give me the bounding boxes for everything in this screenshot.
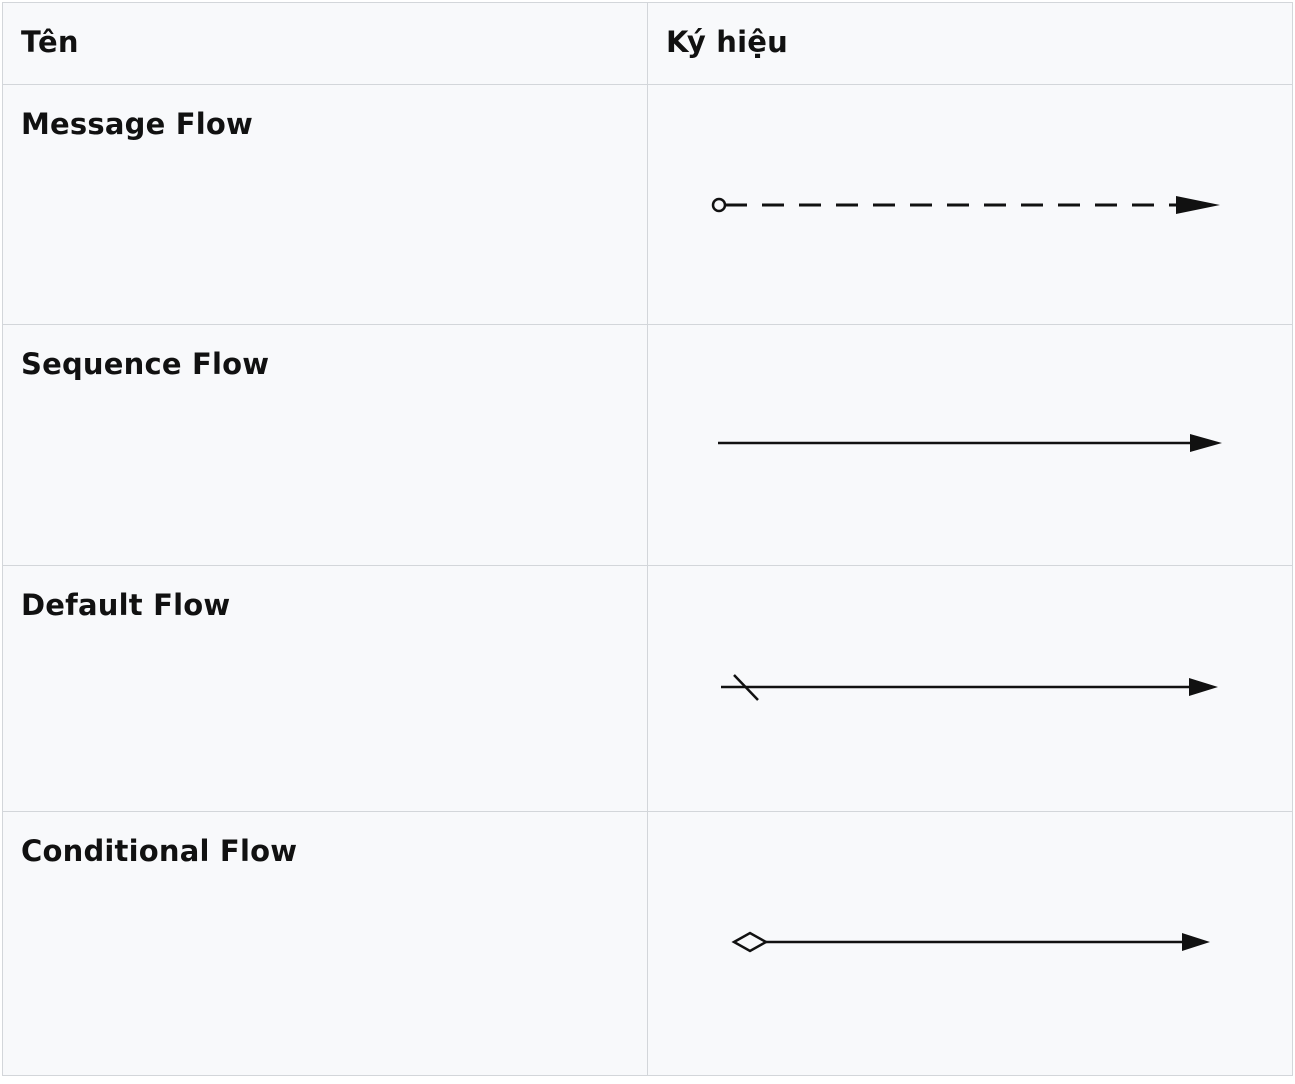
symbol-cell (647, 565, 1293, 812)
table-row: Default Flow (2, 565, 1293, 812)
table-header-row: Tên Ký hiệu (2, 2, 1293, 85)
header-cell-symbol: Ký hiệu (647, 2, 1293, 85)
header-name-label: Tên (21, 25, 79, 59)
name-cell: Message Flow (2, 84, 648, 325)
header-cell-name: Tên (2, 2, 648, 85)
flow-name-label: Sequence Flow (21, 347, 270, 381)
flow-name-label: Message Flow (21, 107, 254, 141)
name-cell: Default Flow (2, 565, 648, 812)
symbol-cell (647, 84, 1293, 325)
default-flow-icon (721, 674, 1218, 701)
flow-name-label: Conditional Flow (21, 834, 298, 868)
name-cell: Sequence Flow (2, 324, 648, 566)
message-flow-icon (711, 196, 1220, 214)
name-cell: Conditional Flow (2, 811, 648, 1076)
sequence-flow-icon (718, 434, 1222, 452)
symbol-cell (647, 324, 1293, 566)
table-row: Conditional Flow (2, 811, 1293, 1076)
symbol-cell (647, 811, 1293, 1076)
flow-name-label: Default Flow (21, 588, 231, 622)
table-row: Message Flow (2, 84, 1293, 325)
table-row: Sequence Flow (2, 324, 1293, 566)
conditional-flow-icon (731, 931, 1210, 953)
header-symbol-label: Ký hiệu (666, 25, 788, 59)
